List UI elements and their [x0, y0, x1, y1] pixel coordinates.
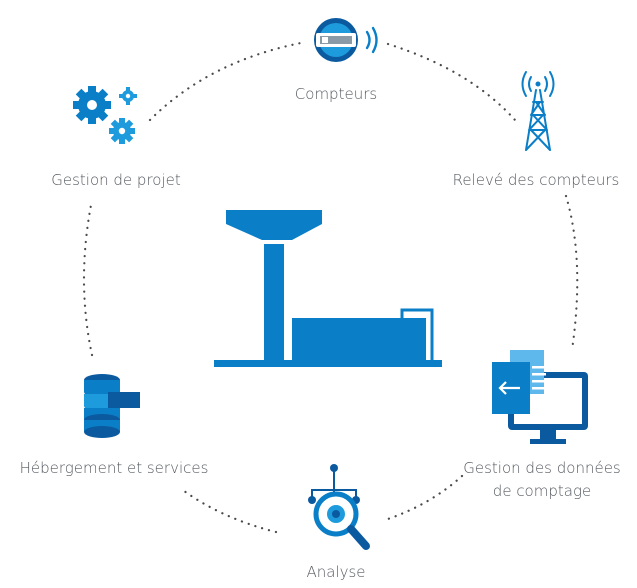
node-label-releve: Relevé des compteurs: [452, 171, 620, 189]
database-server-icon: [84, 374, 140, 438]
gears-icon: [73, 86, 137, 144]
connector-hebergement-projet: [82, 198, 94, 357]
water-meter-wireless-icon: [314, 18, 378, 62]
connector-releve-donnees: [564, 194, 579, 352]
node-label-compteurs: Compteurs: [294, 85, 378, 103]
node-label-gestion-donnees-line2: de comptage: [492, 482, 592, 500]
node-label-hebergement: Hébergement et services: [19, 459, 209, 477]
node-label-gestion-donnees-line1: Gestion des données: [463, 459, 621, 477]
node-label-gestion-projet: Gestion de projet: [51, 171, 181, 189]
cycle-ring: [82, 40, 579, 534]
connector-analyse-hebergement: [178, 486, 278, 534]
connector-donnees-analyse: [383, 474, 464, 522]
water-tower-and-tank-icon: [214, 210, 442, 367]
node-label-analyse: Analyse: [306, 563, 366, 581]
magnifier-analysis-icon: [308, 464, 370, 550]
radio-tower-icon: [521, 71, 555, 151]
connector-compteurs-releve: [386, 42, 517, 122]
desktop-data-transfer-icon: [492, 350, 588, 444]
connector-projet-compteurs: [148, 40, 308, 122]
node-label-gestion-donnees: Gestion des données de comptage: [452, 458, 632, 501]
